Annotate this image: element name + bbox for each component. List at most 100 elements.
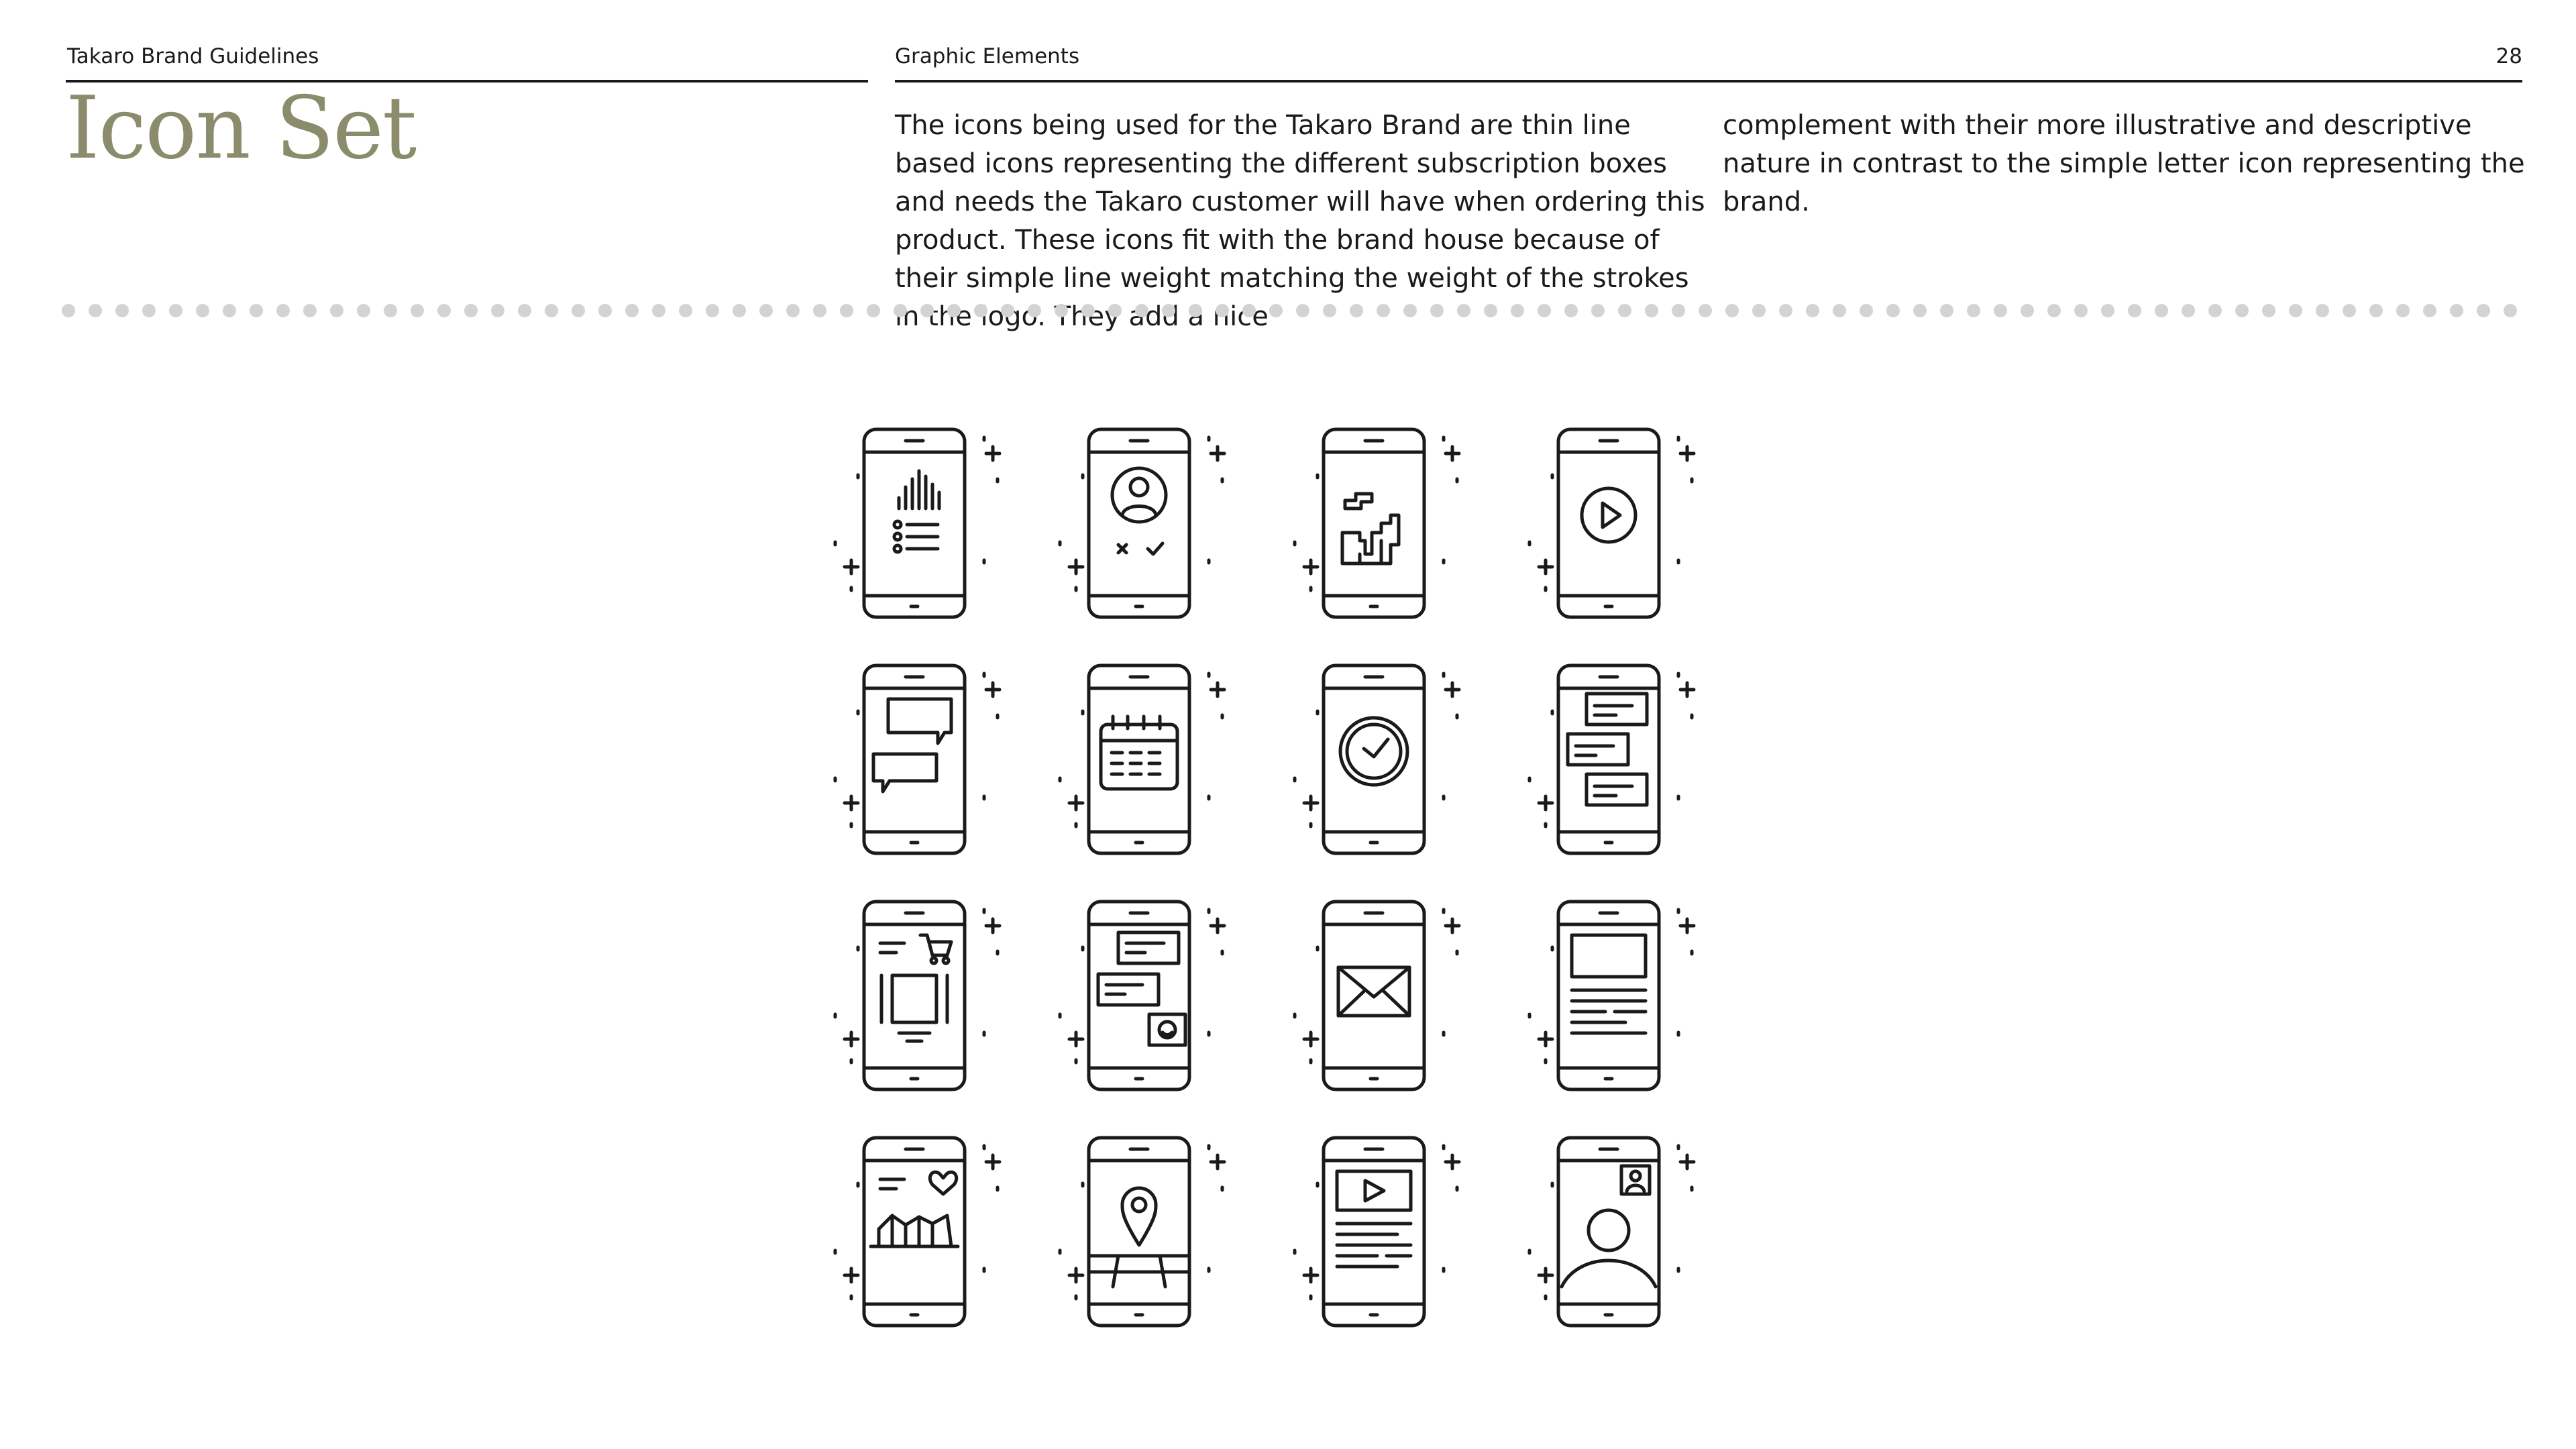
divider-dot: [1913, 304, 1927, 317]
divider-dot: [518, 304, 531, 317]
divider-dot: [1994, 304, 2007, 317]
divider-dot: [545, 304, 558, 317]
divider-dot: [1377, 304, 1390, 317]
divider-dot: [330, 304, 343, 317]
header-rule-left: [66, 80, 868, 83]
divider-dot: [706, 304, 719, 317]
divider-dot: [1028, 304, 1041, 317]
divider-dot: [1860, 304, 1873, 317]
divider-dot: [625, 304, 639, 317]
divider-dot: [786, 304, 800, 317]
header-document-title: Takaro Brand Guidelines: [67, 44, 319, 68]
dotted-divider: [62, 304, 2517, 317]
divider-dot: [464, 304, 478, 317]
divider-dot: [1457, 304, 1470, 317]
divider-dot: [1886, 304, 1900, 317]
divider-dot: [1242, 304, 1256, 317]
divider-dot: [759, 304, 773, 317]
divider-dot: [2343, 304, 2356, 317]
divider-dot: [1940, 304, 1953, 317]
divider-dot: [1484, 304, 1497, 317]
divider-dot: [2423, 304, 2436, 317]
divider-dot: [1725, 304, 1739, 317]
divider-dot: [2208, 304, 2222, 317]
divider-dot: [2128, 304, 2141, 317]
divider-dot: [250, 304, 263, 317]
divider-dot: [1779, 304, 1792, 317]
divider-dot: [894, 304, 907, 317]
divider-dot: [2047, 304, 2061, 317]
divider-dot: [1162, 304, 1175, 317]
divider-dot: [1108, 304, 1122, 317]
phone-play-video-icon: [1527, 427, 1696, 619]
divider-dot: [357, 304, 370, 317]
divider-dot: [1269, 304, 1283, 317]
body-paragraph-1: The icons being used for the Takaro Bran…: [895, 110, 1705, 332]
divider-dot: [276, 304, 290, 317]
divider-dot: [813, 304, 826, 317]
header-rule-right: [895, 80, 2522, 83]
divider-dot: [62, 304, 75, 317]
divider-dot: [2101, 304, 2114, 317]
phone-article-icon: [1527, 900, 1696, 1091]
phone-blocks-game-icon: [1293, 427, 1461, 619]
divider-dot: [733, 304, 746, 317]
phone-profile-photo-icon: [1527, 1136, 1696, 1328]
divider-dot: [437, 304, 451, 317]
divider-dot: [1216, 304, 1229, 317]
divider-dot: [384, 304, 397, 317]
divider-dot: [1752, 304, 1766, 317]
divider-dot: [1323, 304, 1336, 317]
divider-dot: [491, 304, 504, 317]
divider-dot: [142, 304, 156, 317]
page-number: 28: [2496, 44, 2522, 68]
body-text-column-2: complement with their more illustrative …: [1723, 107, 2548, 221]
divider-dot: [572, 304, 585, 317]
divider-dot: [1806, 304, 1819, 317]
phone-video-article-icon: [1293, 1136, 1461, 1328]
divider-dot: [2289, 304, 2302, 317]
phone-profile-approve-icon: [1058, 427, 1226, 619]
divider-dot: [2450, 304, 2463, 317]
divider-dot: [1538, 304, 1551, 317]
phone-shop-cart-icon: [833, 900, 1002, 1091]
divider-dot: [652, 304, 665, 317]
divider-dot: [115, 304, 129, 317]
divider-dot: [840, 304, 853, 317]
divider-dot: [2235, 304, 2249, 317]
divider-dot: [223, 304, 236, 317]
divider-dot: [2477, 304, 2490, 317]
divider-dot: [598, 304, 612, 317]
divider-dot: [2369, 304, 2383, 317]
divider-dot: [1618, 304, 1631, 317]
divider-dot: [1430, 304, 1444, 317]
phone-chat-emoji-icon: [1058, 900, 1226, 1091]
header-section-name: Graphic Elements: [895, 44, 1080, 68]
phone-map-pin-icon: [1058, 1136, 1226, 1328]
divider-dot: [196, 304, 209, 317]
divider-dot: [89, 304, 102, 317]
divider-dot: [1967, 304, 1980, 317]
divider-dot: [1350, 304, 1363, 317]
divider-dot: [1189, 304, 1202, 317]
divider-dot: [2504, 304, 2517, 317]
divider-dot: [2021, 304, 2034, 317]
divider-dot: [2182, 304, 2195, 317]
divider-dot: [1591, 304, 1605, 317]
phone-equalizer-list-icon: [833, 427, 1002, 619]
divider-dot: [1833, 304, 1846, 317]
divider-dot: [1672, 304, 1685, 317]
divider-dot: [947, 304, 961, 317]
phone-chat-bubbles-icon: [833, 663, 1002, 855]
divider-dot: [2396, 304, 2410, 317]
divider-dot: [411, 304, 424, 317]
divider-dot: [1564, 304, 1578, 317]
divider-dot: [679, 304, 692, 317]
divider-dot: [1055, 304, 1068, 317]
divider-dot: [867, 304, 880, 317]
page-title: Icon Set: [66, 78, 417, 178]
divider-dot: [1699, 304, 1712, 317]
phone-mail-icon: [1293, 900, 1461, 1091]
divider-dot: [1403, 304, 1417, 317]
phone-bridge-like-icon: [833, 1136, 1002, 1328]
